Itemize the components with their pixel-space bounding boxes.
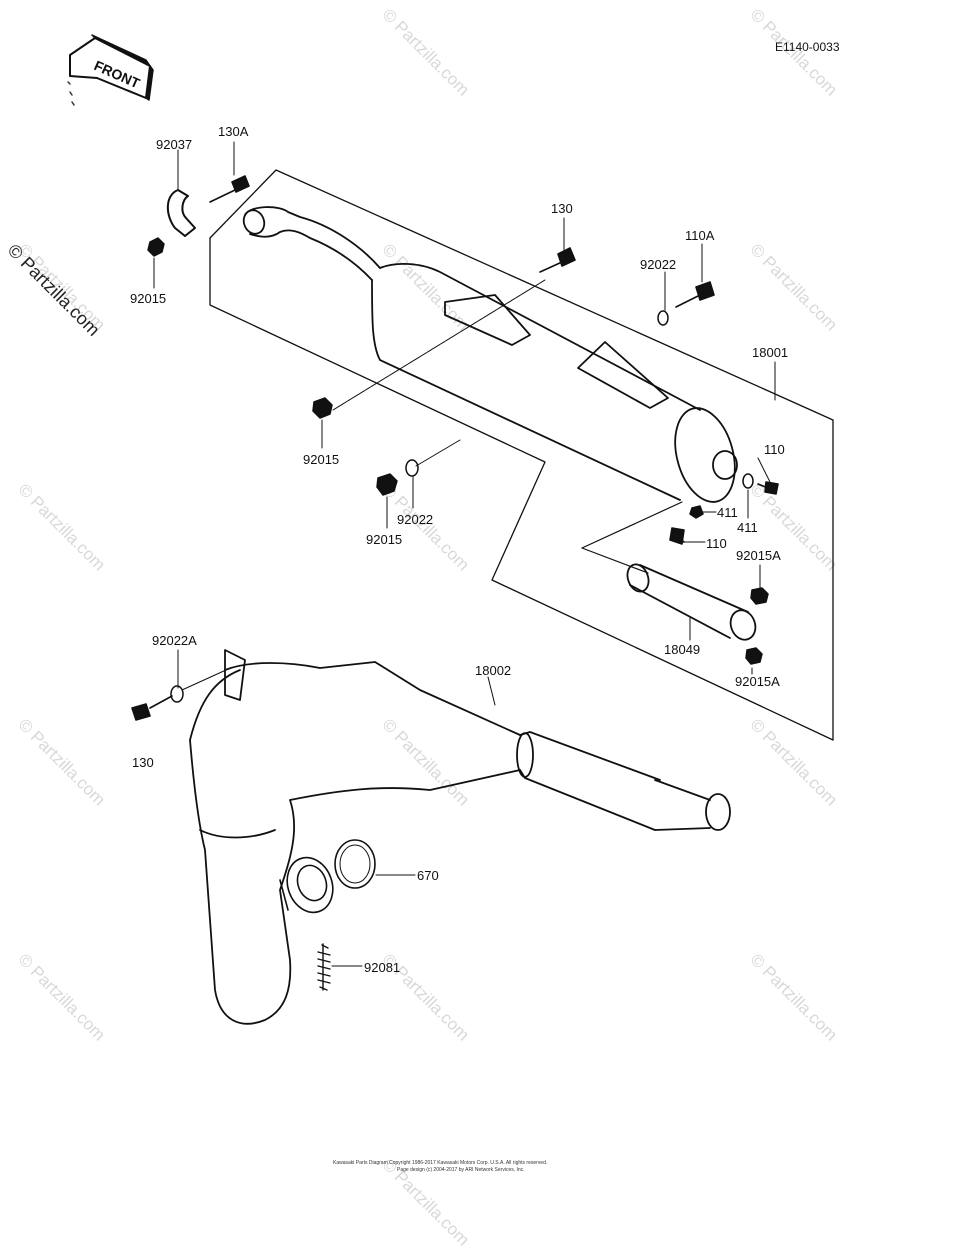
nut-92015-mid-icon [312,397,333,419]
part-label-18049[interactable]: 18049 [664,642,701,657]
part-label-130[interactable]: 130 [132,755,154,770]
exhaust-line-art: FRONT [67,34,834,1025]
nut-92015-low-icon [376,473,398,496]
part-label-92022[interactable]: 92022 [397,512,434,527]
part-label-92081[interactable]: 92081 [364,960,401,975]
front-arrow-icon: FRONT [69,34,154,101]
gasket-670 [334,839,376,889]
part-label-92015[interactable]: 92015 [366,532,403,547]
part-label-92015[interactable]: 92015 [130,291,167,306]
part-label-411[interactable]: 411 [717,505,738,520]
part-label-92015[interactable]: 92015 [303,452,340,467]
part-label-110[interactable]: 110 [706,536,727,551]
spring-92081-icon [317,943,331,991]
washer-92022A-icon [170,685,184,703]
part-label-670[interactable]: 670 [417,868,439,883]
exhaust-flange [279,856,334,914]
silencer-18001 [242,206,738,503]
part-label-18002[interactable]: 18002 [475,663,512,678]
part-label-411[interactable]: 411 [737,520,758,535]
expansion-chamber-18002 [189,649,731,1025]
part-label-92022[interactable]: 92022 [640,257,677,272]
nut-92015A-top-icon [750,587,769,605]
part-label-92015A[interactable]: 92015A [736,548,781,563]
copyright-line: Kawasaki Parts Diagram Copyright 1986-20… [333,1160,548,1166]
bolt-110-right-icon [757,481,779,495]
washer-92022-top-icon [657,310,669,326]
bolt-110A-icon [675,281,715,308]
washer-411-left-icon [689,505,704,519]
part-label-110[interactable]: 110 [764,442,785,457]
page-design-line: Page design (c) 2004-2017 by ARI Network… [397,1167,525,1173]
bolt-130-left-icon [131,695,173,721]
bolt-130-top-icon [539,247,576,273]
part-label-92022A[interactable]: 92022A [152,633,197,648]
part-label-92015A[interactable]: 92015A [735,674,780,689]
tailpipe-18049 [626,563,757,641]
nut-92015-top-icon [147,237,165,257]
washer-92022-mid-icon [405,459,419,477]
washer-411-right-icon [742,473,754,489]
nut-92015A-bot-icon [745,647,763,665]
bolt-130A-icon [209,175,250,203]
part-label-130A[interactable]: 130A [218,124,249,139]
part-label-92037[interactable]: 92037 [156,137,193,152]
part-label-18001[interactable]: 18001 [752,345,789,360]
parts-diagram: © Partzilla.com © Partzilla.com © Partzi… [4,5,841,1249]
diagram-code: E1140-0033 [775,40,840,54]
part-label-130[interactable]: 130 [551,201,573,216]
bolt-110-low-icon [669,527,685,545]
clamp-92037-icon [166,189,196,237]
part-label-110A[interactable]: 110A [685,228,715,243]
